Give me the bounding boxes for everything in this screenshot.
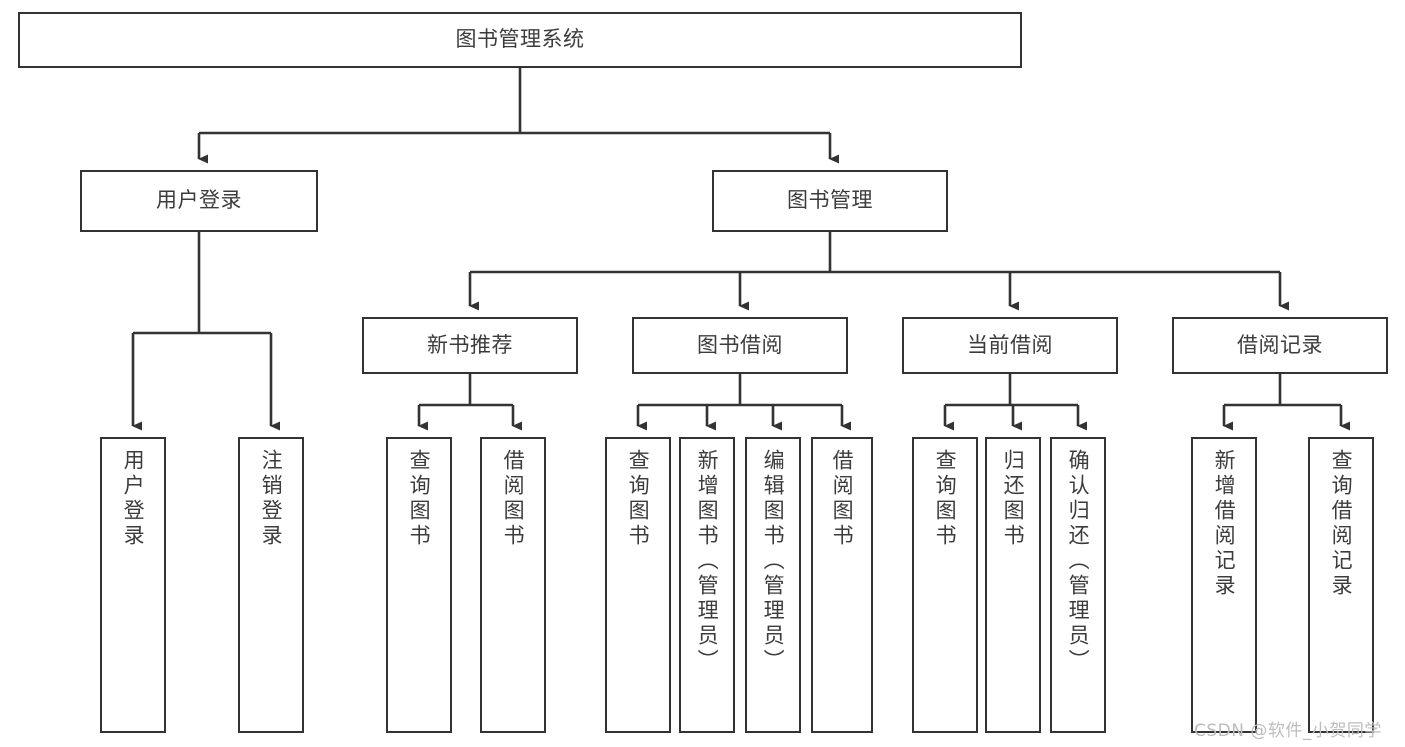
leaf-node-3-label: 查询图书 — [407, 449, 432, 549]
leaf-node-5-label: 查询图书 — [626, 449, 651, 549]
leaf-node-5: 查询图书 — [605, 437, 671, 733]
leaf-node-10-label: 归还图书 — [1001, 449, 1026, 549]
leaf-node-3: 查询图书 — [386, 437, 452, 733]
leaf-node-2-label: 注销登录 — [259, 449, 284, 549]
level1-node-2: 图书管理 — [712, 170, 948, 232]
leaf-node-11-label: 确认归还（管理员） — [1066, 449, 1091, 674]
leaf-node-4: 借阅图书 — [480, 437, 546, 733]
leaf-node-1: 用户登录 — [100, 437, 166, 733]
leaf-node-9-label: 查询图书 — [933, 449, 958, 549]
watermark: CSDN @软件_小贺同学 — [1194, 721, 1382, 741]
leaf-node-8-label: 借阅图书 — [830, 449, 855, 549]
leaf-node-13-label: 查询借阅记录 — [1329, 449, 1354, 599]
leaf-node-1-label: 用户登录 — [121, 449, 146, 549]
leaf-node-10: 归还图书 — [985, 437, 1041, 733]
leaf-node-9: 查询图书 — [912, 437, 978, 733]
leaf-node-4-label: 借阅图书 — [501, 449, 526, 549]
level2-node-4: 借阅记录 — [1172, 317, 1388, 374]
leaf-node-13: 查询借阅记录 — [1308, 437, 1374, 733]
level2-node-2: 图书借阅 — [632, 317, 848, 374]
level2-node-2-label: 图书借阅 — [697, 332, 783, 357]
leaf-node-7: 编辑图书（管理员） — [745, 437, 801, 733]
level1-node-2-label: 图书管理 — [787, 188, 873, 213]
level2-node-1: 新书推荐 — [362, 317, 578, 374]
leaf-node-12-label: 新增借阅记录 — [1212, 449, 1237, 599]
leaf-node-12: 新增借阅记录 — [1191, 437, 1257, 733]
leaf-node-7-label: 编辑图书（管理员） — [761, 449, 786, 674]
leaf-node-6: 新增图书（管理员） — [679, 437, 735, 733]
level2-node-3: 当前借阅 — [902, 317, 1118, 374]
root-node: 图书管理系统 — [18, 12, 1022, 68]
level2-node-3-label: 当前借阅 — [967, 332, 1053, 357]
level2-node-1-label: 新书推荐 — [427, 332, 513, 357]
level1-node-1-label: 用户登录 — [156, 188, 242, 213]
leaf-node-6-label: 新增图书（管理员） — [695, 449, 720, 674]
leaf-node-8: 借阅图书 — [811, 437, 873, 733]
leaf-node-11: 确认归还（管理员） — [1050, 437, 1106, 733]
root-node-label: 图书管理系统 — [455, 27, 585, 52]
leaf-node-2: 注销登录 — [238, 437, 304, 733]
level1-node-1: 用户登录 — [80, 170, 318, 232]
level2-node-4-label: 借阅记录 — [1237, 332, 1323, 357]
